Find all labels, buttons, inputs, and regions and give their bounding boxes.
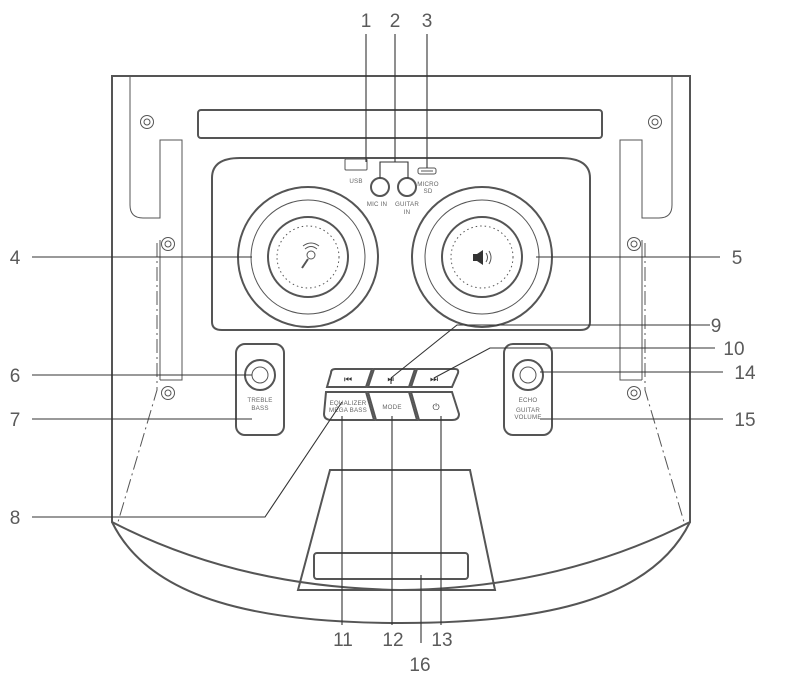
svg-text:USB: USB xyxy=(349,178,362,185)
screw-icon xyxy=(161,237,175,251)
screw-icon xyxy=(627,237,641,251)
port-mic-in[interactable]: MIC IN xyxy=(367,177,390,208)
callout-numbers: 1 2 3 4 5 6 7 8 9 10 11 12 13 14 15 16 xyxy=(10,11,756,676)
port-guitar-in[interactable]: GUITAR IN xyxy=(395,177,419,216)
mic-volume-knob[interactable] xyxy=(237,186,379,328)
transport-buttons: ⏮ ⏯ ⏭ EQUALIZER MEGA BASS MODE ⏻ xyxy=(322,368,461,421)
svg-text:ECHO: ECHO xyxy=(519,397,538,404)
callout-6: 6 xyxy=(10,366,21,387)
right-knob-panel: ECHO GUITAR VOLUME xyxy=(503,343,553,436)
echo-knob[interactable] xyxy=(512,359,544,391)
previous-button[interactable]: ⏮ xyxy=(325,368,374,388)
svg-text:EQUALIZER: EQUALIZER xyxy=(330,400,367,407)
callout-15: 15 xyxy=(734,410,755,431)
speaker-icon xyxy=(473,250,492,265)
svg-text:GUITAR: GUITAR xyxy=(395,201,419,208)
equalizer-mega-bass-button[interactable]: EQUALIZER MEGA BASS xyxy=(322,391,376,421)
svg-text:MIC IN: MIC IN xyxy=(367,201,387,208)
callout-16: 16 xyxy=(409,655,430,676)
bottom-handle xyxy=(313,552,469,580)
callout-10: 10 xyxy=(723,339,744,360)
svg-text:TREBLE: TREBLE xyxy=(247,397,272,404)
svg-text:SD: SD xyxy=(424,188,433,195)
svg-text:GUITAR: GUITAR xyxy=(516,407,540,414)
svg-text:MODE: MODE xyxy=(382,404,401,411)
screw-icon xyxy=(161,386,175,400)
left-knob-panel: TREBLE BASS BASS xyxy=(235,343,285,436)
screw-icon xyxy=(140,115,154,129)
screw-icon xyxy=(627,386,641,400)
callout-5: 5 xyxy=(732,248,743,269)
leader-lines xyxy=(32,34,723,643)
callout-7: 7 xyxy=(10,410,21,431)
svg-text:MICRO: MICRO xyxy=(417,181,439,188)
callout-13: 13 xyxy=(431,630,452,651)
mode-button[interactable]: MODE xyxy=(366,391,419,421)
speaker-body xyxy=(111,75,691,625)
callout-8: 8 xyxy=(10,508,21,529)
power-icon: ⏻ xyxy=(432,402,439,412)
previous-icon: ⏮ xyxy=(344,374,352,384)
master-volume-knob[interactable] xyxy=(411,186,553,328)
callout-11: 11 xyxy=(333,630,353,651)
svg-text:IN: IN xyxy=(404,209,411,216)
slot-micro-sd[interactable]: MICRO SD xyxy=(417,167,439,195)
callout-4: 4 xyxy=(10,248,21,269)
next-icon: ⏭ xyxy=(430,374,438,384)
svg-text:VOLUME: VOLUME xyxy=(514,414,541,421)
next-button[interactable]: ⏭ xyxy=(409,368,460,388)
screw-icon xyxy=(648,115,662,129)
top-slot xyxy=(197,109,603,139)
callout-2: 2 xyxy=(390,11,401,32)
callout-12: 12 xyxy=(382,630,403,651)
svg-text:BASS: BASS xyxy=(251,405,268,412)
port-usb[interactable]: USB xyxy=(344,158,368,185)
power-button[interactable]: ⏻ xyxy=(409,391,461,421)
callout-9: 9 xyxy=(711,316,722,337)
microphone-icon xyxy=(301,242,320,269)
callout-1: 1 xyxy=(361,11,372,32)
callout-3: 3 xyxy=(422,11,433,32)
callout-14: 14 xyxy=(734,363,756,384)
svg-text:MEGA BASS: MEGA BASS xyxy=(329,407,367,414)
